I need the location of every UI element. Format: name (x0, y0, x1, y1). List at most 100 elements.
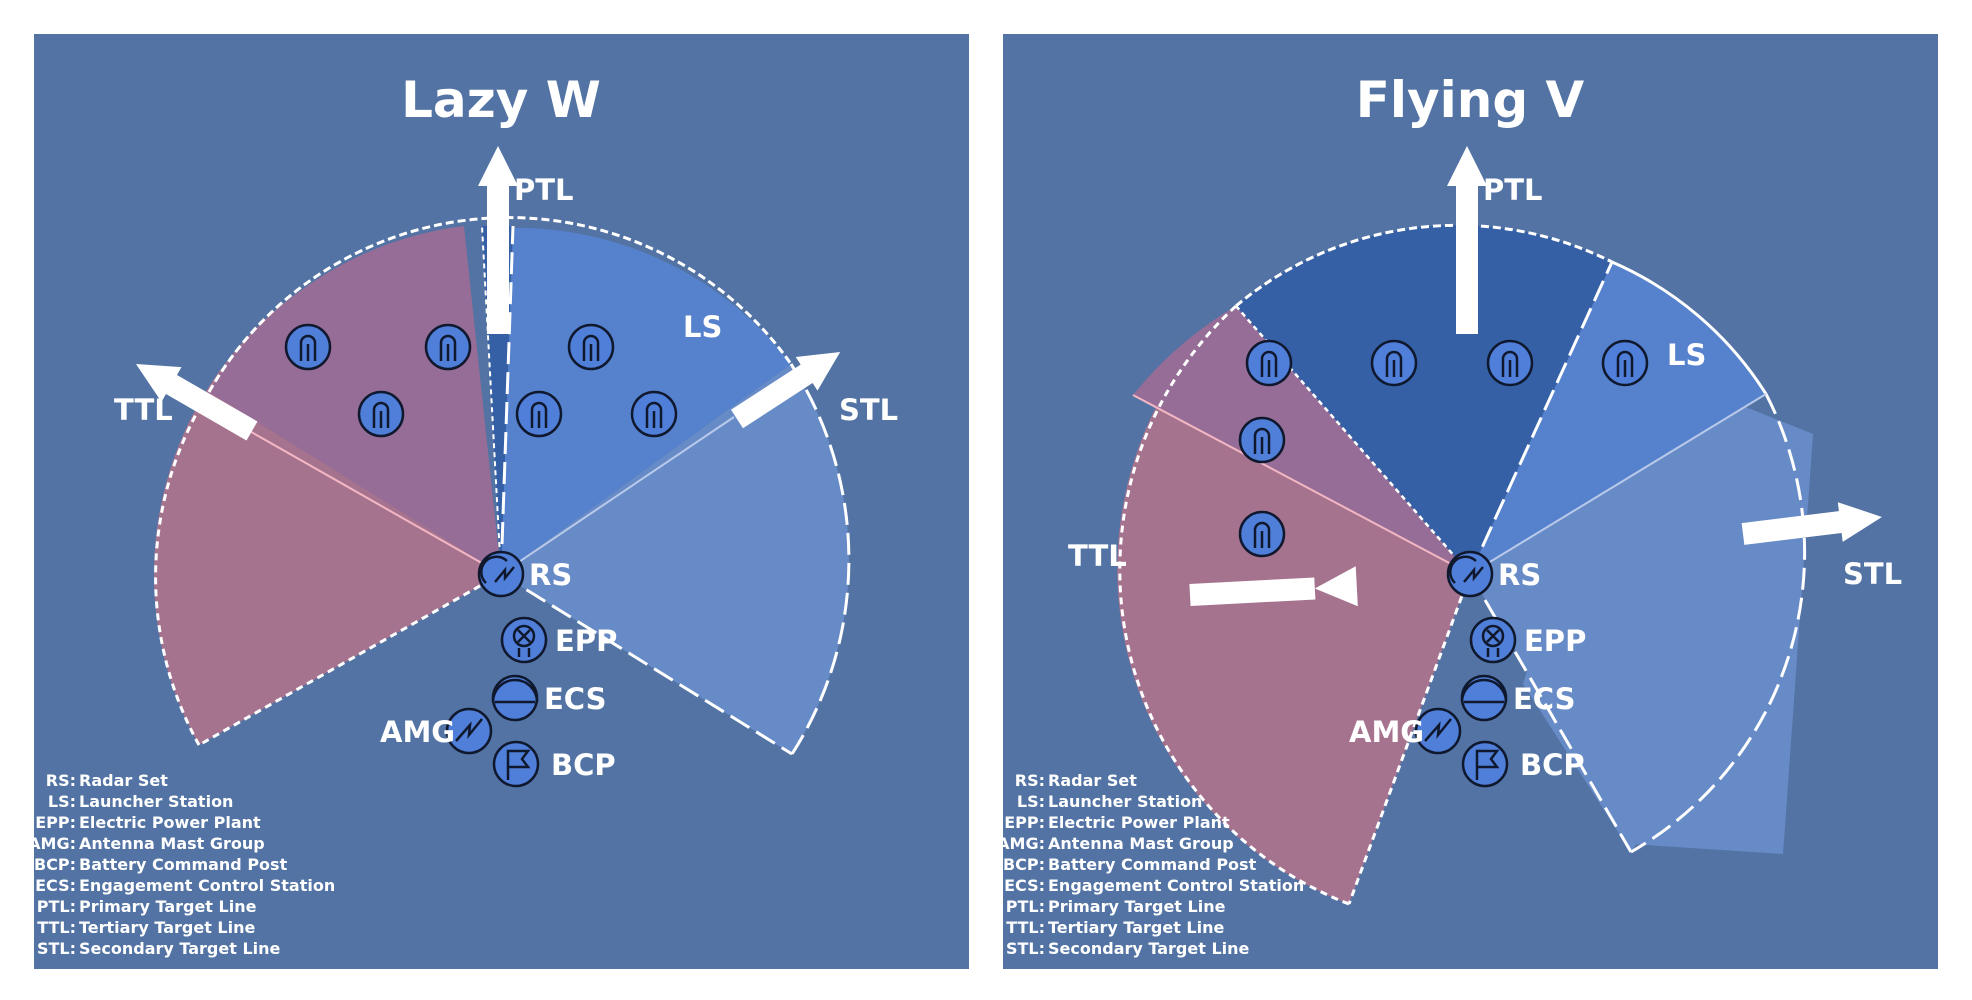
stl-centerline (1469, 393, 1767, 575)
ttl-arc (154, 391, 211, 746)
stl-boundary (500, 572, 793, 756)
stl-arc (1630, 393, 1807, 854)
stl-label: STL (1843, 557, 1902, 591)
legend-text: Launcher Station (1048, 792, 1202, 811)
ecs-label: ECS (1513, 682, 1576, 716)
launcher-icon (567, 323, 615, 371)
legend-text: Primary Target Line (79, 897, 257, 916)
stl-boundary (1468, 573, 1633, 853)
launcher-icon (284, 323, 332, 371)
legend-abbr: AMG: (1003, 834, 1045, 853)
legend-abbr: LS: (1017, 792, 1045, 811)
legend-abbr: AMG: (34, 834, 76, 853)
legend-abbr: PTL: (37, 897, 76, 916)
launcher-icon (1486, 339, 1534, 387)
engagement-station-icon (491, 674, 539, 722)
ttl-centerline (245, 428, 502, 575)
legend-abbr: RS: (46, 771, 76, 790)
stl-label: STL (839, 393, 898, 427)
ptl-boundary-left (481, 225, 502, 575)
command-post-icon (492, 740, 540, 788)
ls-sector (1470, 262, 1766, 574)
ttl-arrow (1189, 566, 1358, 607)
antenna-mast-icon (1414, 707, 1462, 755)
launcher-icon (1370, 339, 1418, 387)
legend-text: Battery Command Post (1048, 855, 1257, 874)
legend-abbr: EPP: (35, 813, 76, 832)
legend-text: Engagement Control Station (79, 876, 335, 895)
epp-label: EPP (555, 624, 617, 658)
command-post-icon (1461, 740, 1509, 788)
ptl-boundary-right (499, 225, 515, 575)
bcp-label: BCP (1520, 748, 1585, 782)
legend-abbr: BCP: (1003, 855, 1045, 874)
launcher-icon (357, 390, 405, 438)
legend-text: Secondary Target Line (1048, 939, 1250, 958)
outer-arc (207, 216, 793, 393)
legend-abbr: RS: (1015, 771, 1045, 790)
power-plant-icon (500, 616, 548, 664)
ttl-label: TTL (1068, 539, 1127, 573)
panel-title: Lazy W (401, 71, 601, 129)
legend-abbr: TTL: (37, 918, 76, 937)
rs-label: RS (1498, 558, 1541, 592)
legend-text: Primary Target Line (1048, 897, 1226, 916)
radar-icon (477, 550, 525, 598)
engagement-station-icon (1460, 674, 1508, 722)
bcp-label: BCP (551, 748, 616, 782)
stl-arrow (731, 352, 841, 429)
launcher-icon (515, 390, 563, 438)
legend-abbr: PTL: (1006, 897, 1045, 916)
legend-text: Radar Set (1048, 771, 1137, 790)
legend-abbr: ECS: (35, 876, 76, 895)
ptl-ttl-overlap-sector (209, 226, 501, 574)
legend-abbr: STL: (37, 939, 76, 958)
lazy-w-diagram: Lazy W PTL TTL STL LS RS (34, 71, 898, 958)
legend-text: Electric Power Plant (79, 813, 261, 832)
rs-label: RS (529, 558, 572, 592)
legend: RS:Radar Set LS:Launcher Station EPP:Ele… (34, 771, 335, 958)
panel-title: Flying V (1356, 71, 1585, 129)
power-plant-icon (1469, 616, 1517, 664)
legend-text: Tertiary Target Line (79, 918, 255, 937)
flying-v-diagram: Flying V PTL TTL STL LS (1003, 71, 1902, 958)
legend-abbr: ECS: (1004, 876, 1045, 895)
legend-abbr: BCP: (34, 855, 76, 874)
ptl-ttl-overlap-sector (1133, 306, 1470, 574)
amg-label: AMG (380, 715, 455, 749)
ttl-label: TTL (114, 393, 173, 427)
launcher-icon (1238, 416, 1286, 464)
epp-label: EPP (1524, 624, 1586, 658)
legend-text: Engagement Control Station (1048, 876, 1304, 895)
ptl-sector (1236, 225, 1612, 575)
ls-label: LS (1667, 338, 1706, 372)
stl-sector-arc-fill (1523, 396, 1701, 852)
ttl-arrow (135, 364, 258, 441)
ttl-boundary (1347, 573, 1472, 905)
legend-text: Antenna Mast Group (1048, 834, 1234, 853)
legend-text: Battery Command Post (79, 855, 288, 874)
amg-label: AMG (1349, 715, 1424, 749)
launcher-icon (1238, 510, 1286, 558)
legend-text: Tertiary Target Line (1048, 918, 1224, 937)
ptl-arrow (1447, 146, 1487, 334)
diagram-panel-flying-v: Flying V PTL TTL STL LS (1003, 34, 1938, 969)
ttl-boundary (198, 572, 502, 747)
ecs-label: ECS (544, 682, 607, 716)
legend-abbr: TTL: (1006, 918, 1045, 937)
stl-centerline (500, 416, 735, 575)
launcher-icon (630, 390, 678, 438)
legend-text: Electric Power Plant (1048, 813, 1230, 832)
launcher-icon (1245, 339, 1293, 387)
diagram-panel-lazy-w: Lazy W PTL TTL STL LS RS (34, 34, 969, 969)
legend-abbr: STL: (1006, 939, 1045, 958)
ttl-centerline (1132, 394, 1471, 575)
ls-label: LS (683, 310, 722, 344)
ptl-label: PTL (514, 173, 574, 207)
stl-sector (501, 364, 849, 754)
ptl-arrow (478, 146, 518, 334)
launcher-icon (424, 323, 472, 371)
legend-abbr: EPP: (1004, 813, 1045, 832)
legend-text: Antenna Mast Group (79, 834, 265, 853)
ttl-arc (1118, 304, 1350, 906)
